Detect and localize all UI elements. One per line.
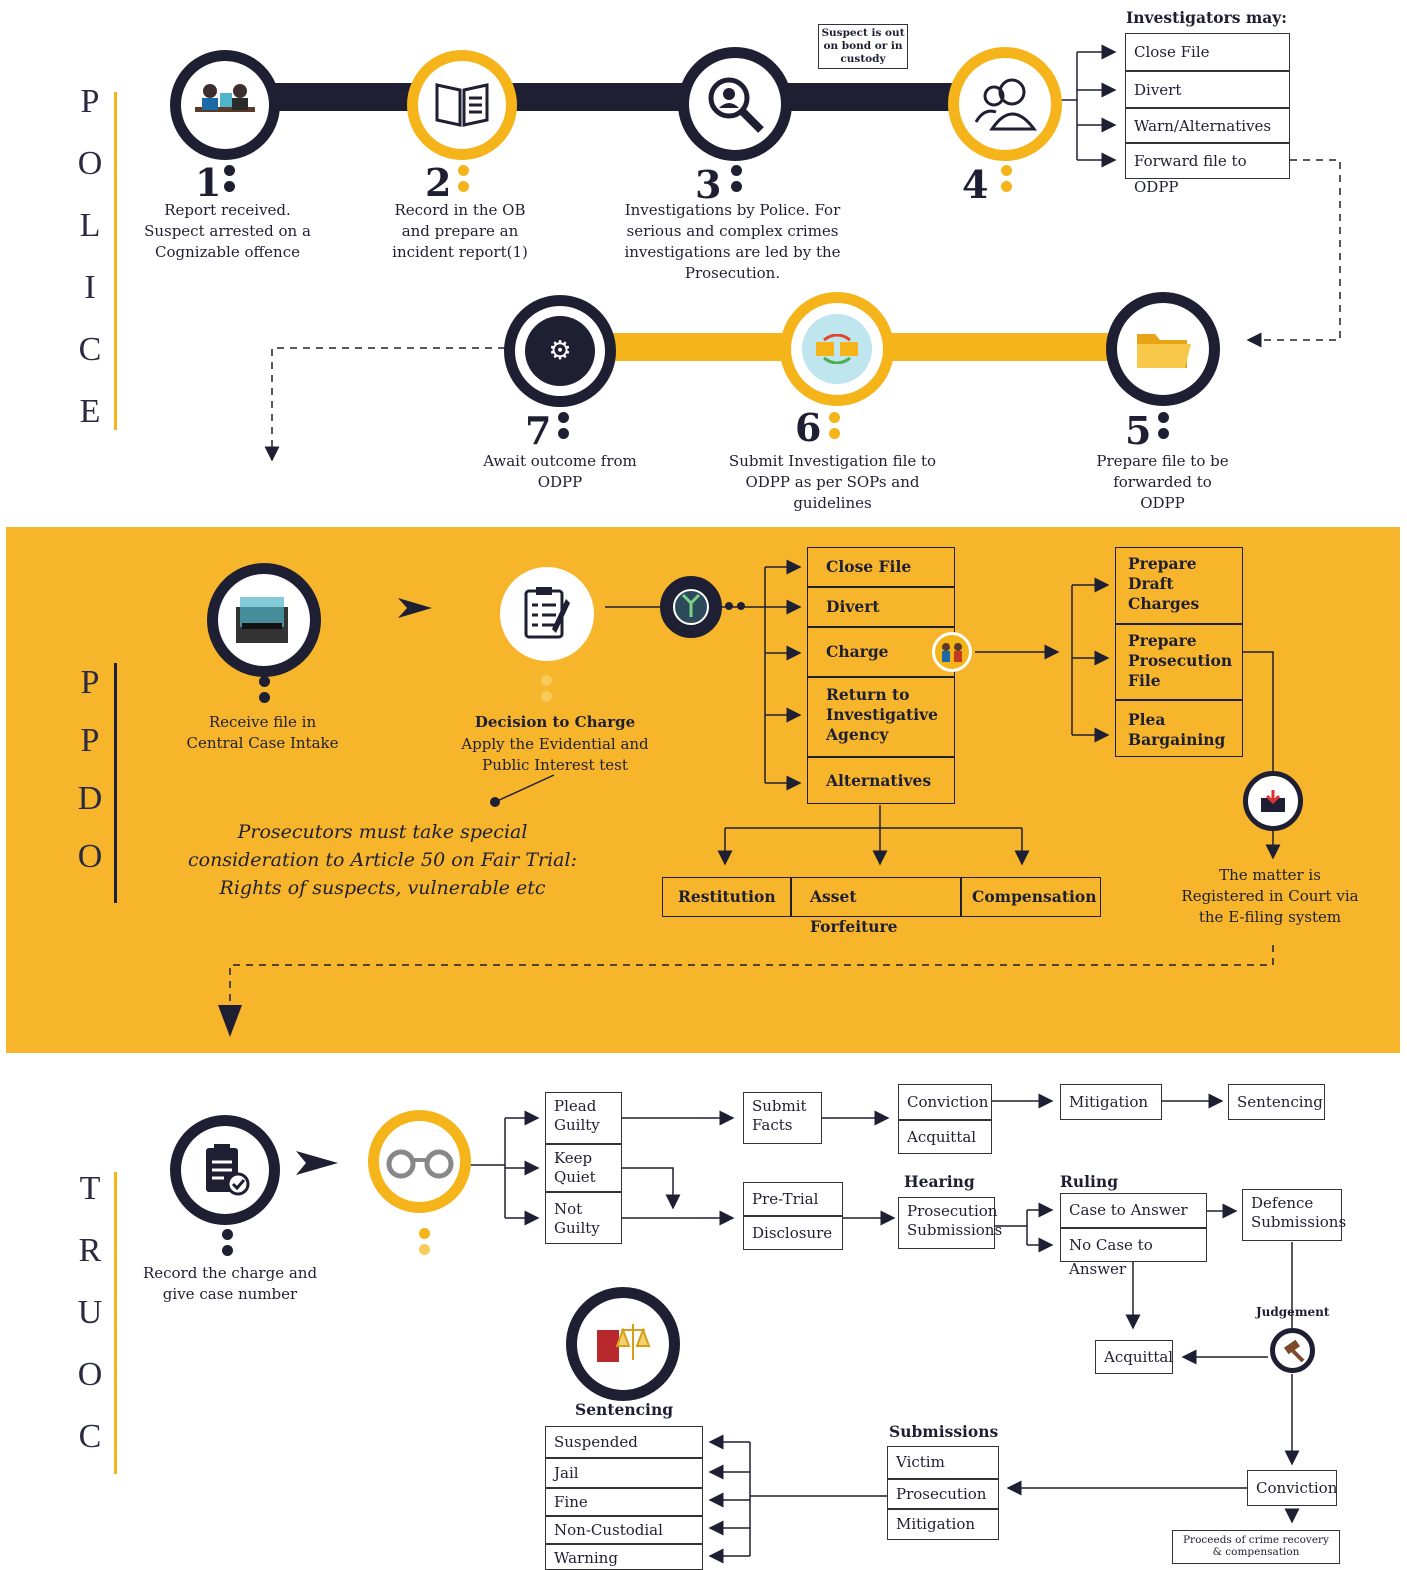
- receive-file-icon: [207, 563, 321, 677]
- odpp-alternatives: Alternatives: [807, 757, 955, 804]
- police-option-warn: Warn/Alternatives: [1125, 108, 1290, 143]
- record-charge-caption: Record the charge and give case number: [142, 1264, 318, 1303]
- police-option-divert: Divert: [1125, 71, 1290, 108]
- step1-caption: Report received. Suspect arrested on a C…: [144, 201, 311, 261]
- decision-title: Decision to Charge: [474, 713, 636, 731]
- step1-number: 1: [195, 160, 222, 205]
- odpp-accent-bar: [114, 663, 117, 903]
- plea-plead-guilty: Plead Guilty: [545, 1092, 622, 1144]
- prepare-prosecution-file: Prepare Prosecution File: [1115, 624, 1243, 700]
- sentencing-title: Sentencing: [575, 1400, 674, 1419]
- step2-icon: [407, 50, 517, 160]
- step5-caption: Prepare file to be forwarded to ODPP: [1096, 452, 1229, 512]
- sentence-fine: Fine: [545, 1488, 703, 1516]
- step7-number: 7: [525, 408, 552, 453]
- conviction-final-box: Conviction: [1247, 1470, 1337, 1506]
- alt-compensation: Compensation: [961, 877, 1101, 917]
- charge-people-icon: [932, 632, 972, 672]
- step6-number: 6: [795, 405, 822, 450]
- submit-facts: Submit Facts: [743, 1092, 822, 1144]
- article50-note: Prosecutors must take special considerat…: [187, 821, 577, 899]
- alt-asset-forfeiture: Asset Forfeiture: [791, 877, 961, 936]
- odpp-return-to-agency: Return to Investigative Agency: [807, 677, 955, 757]
- hearing-title: Hearing: [904, 1172, 975, 1191]
- handcuffs-icon: [368, 1110, 471, 1213]
- step2-number: 2: [425, 160, 452, 205]
- judgement-title: Judgement: [1256, 1305, 1330, 1319]
- sentence-suspended: Suspended Sentence: [545, 1426, 703, 1473]
- police-accent-bar: [114, 92, 117, 430]
- prepare-draft-charges: Prepare Draft Charges: [1115, 547, 1243, 624]
- prosecution-submissions-box: Prosecution Submissions: [898, 1197, 1002, 1249]
- bond-note: Suspect is out on bond or in custody: [818, 24, 908, 69]
- pre-trial-box: Pre-Trial: [743, 1182, 843, 1216]
- sentence-jail: Jail: [545, 1458, 703, 1488]
- decision-clipboard-icon: [500, 567, 594, 661]
- submission-victim-impact: Victim Impact: [887, 1446, 999, 1494]
- step1-icon: [170, 50, 280, 160]
- acquittal-final-box: Acquittal: [1095, 1340, 1173, 1374]
- efiling-icon: [1243, 771, 1303, 831]
- case-to-answer-box: Case to Answer: [1060, 1193, 1207, 1228]
- step5-number: 5: [1125, 408, 1152, 453]
- step4-icon: [948, 47, 1062, 161]
- step6-caption: Submit Investigation file to ODPP as per…: [728, 452, 937, 512]
- mitigation-box: Mitigation: [1060, 1084, 1162, 1120]
- receive-file-caption: Receive file in Central Case Intake: [186, 713, 339, 752]
- court-accent-bar: [114, 1172, 117, 1474]
- acquittal-box: Acquittal: [898, 1120, 992, 1154]
- submission-mitigation: Mitigation: [887, 1509, 999, 1540]
- step4-number: 4: [962, 162, 989, 207]
- submissions-title: Submissions: [889, 1422, 999, 1441]
- step3-icon: [678, 47, 792, 161]
- plea-keep-quiet: Keep Quiet: [545, 1144, 622, 1192]
- sentence-warning: Warning: [545, 1544, 703, 1570]
- sentencing-box: Sentencing: [1228, 1084, 1325, 1120]
- defence-submissions-box: Defence Submissions: [1242, 1189, 1346, 1241]
- step6-icon: [780, 292, 894, 406]
- submission-prosecution: Prosecution: [887, 1479, 999, 1509]
- conviction-box: Conviction: [898, 1084, 992, 1120]
- police-option-close-file: Close File: [1125, 33, 1290, 71]
- police-option-forward: Forward file to ODPP: [1125, 143, 1290, 196]
- gavel-icon: [1270, 1328, 1315, 1373]
- decision-split-icon: [660, 576, 722, 638]
- alt-restitution: Restitution: [662, 877, 791, 917]
- step2-caption: Record in the OB and prepare an incident…: [392, 201, 528, 261]
- disclosure-box: Disclosure: [743, 1216, 843, 1250]
- no-case-to-answer-box: No Case to Answer: [1060, 1228, 1207, 1278]
- sentencing-scales-icon: [566, 1287, 680, 1401]
- plea-bargaining: Plea Bargaining: [1115, 700, 1243, 757]
- decision-text: Apply the Evidential and Public Interest…: [461, 735, 649, 774]
- step3-number: 3: [695, 162, 722, 207]
- efiling-caption: The matter is Registered in Court via th…: [1181, 866, 1359, 926]
- plea-not-guilty: Not Guilty: [545, 1192, 622, 1244]
- odpp-close-file: Close File: [807, 547, 955, 587]
- ruling-title: Ruling: [1060, 1172, 1119, 1191]
- step7-caption: Await outcome from ODPP: [483, 452, 637, 491]
- step7-icon: ⚙: [504, 295, 616, 407]
- investigators-may-title: Investigators may:: [1126, 8, 1288, 27]
- record-charge-icon: [170, 1115, 280, 1225]
- sentence-non-custodial: Non-Custodial: [545, 1516, 703, 1544]
- step3-caption: Investigations by Police. For serious an…: [624, 201, 841, 282]
- step5-icon: [1106, 292, 1220, 406]
- odpp-divert: Divert: [807, 587, 955, 627]
- proceeds-box: Proceeds of crime recovery & compensatio…: [1172, 1530, 1340, 1564]
